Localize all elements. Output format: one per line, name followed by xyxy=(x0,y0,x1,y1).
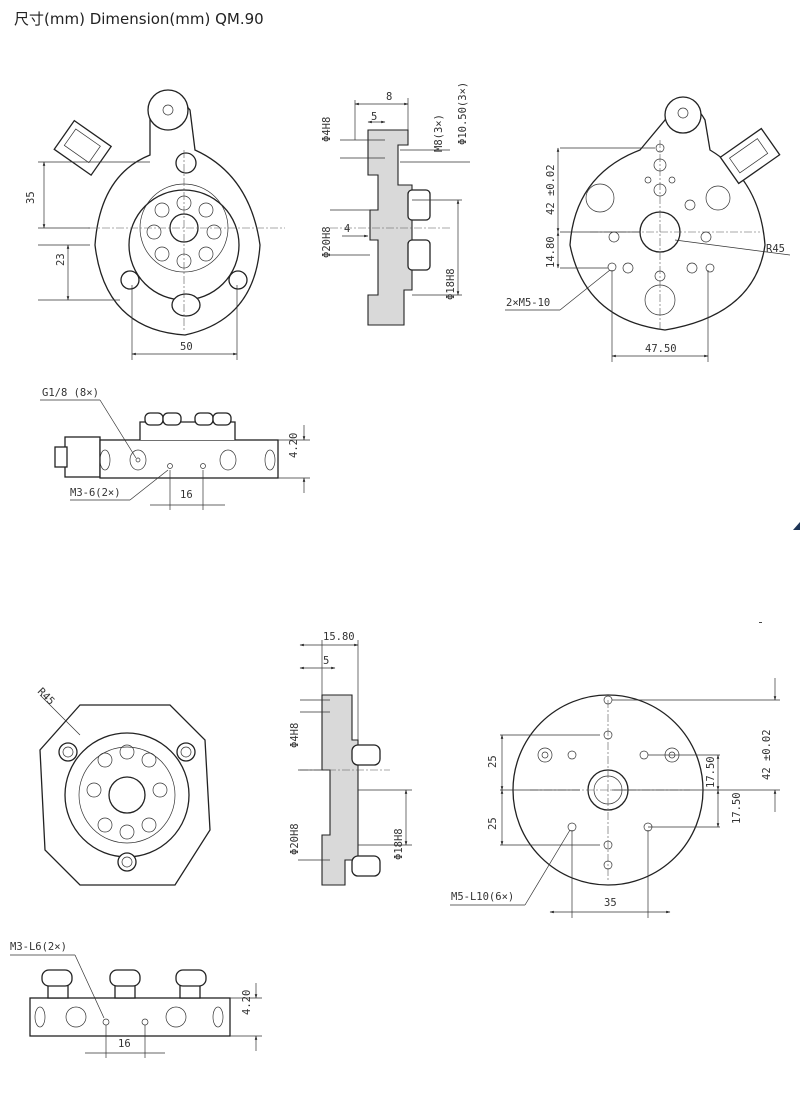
dim-4h8: Φ4H8 xyxy=(321,117,333,142)
dim-b-25a: 25 xyxy=(487,755,499,768)
dim-b-4-20: 4.20 xyxy=(241,990,253,1015)
dim-b-m3-l6: M3-L6(2×) xyxy=(10,941,67,953)
dim-b-18h8: Φ18H8 xyxy=(393,828,405,860)
dim-r45: R45 xyxy=(766,243,785,255)
dim-8: 8 xyxy=(386,91,392,103)
dim-14-80: 14.80 xyxy=(545,236,557,268)
dim-b-17-50b: 17.50 xyxy=(731,792,743,824)
dim-m8: M8(3×) xyxy=(433,114,445,152)
dim-b-15-80: 15.80 xyxy=(323,631,355,643)
dim-10-50: Φ10.50(3×) xyxy=(457,82,469,145)
dim-b-20h8: Φ20H8 xyxy=(289,823,301,855)
dim-42: 42 ±0.02 xyxy=(545,164,557,215)
dim-b-5: 5 xyxy=(323,655,329,667)
dim-b-4h8: Φ4H8 xyxy=(289,723,301,748)
dim-47-50: 47.50 xyxy=(645,343,677,355)
top-rear-view: 42 ±0.02 14.80 R45 2×M5-10 47.50 xyxy=(505,96,791,362)
corner-marker xyxy=(793,522,800,530)
top-side-view: G1/8 (8×) 4.20 M3-6(2×) 16 xyxy=(40,387,310,510)
dim-b-35: 35 xyxy=(604,897,617,909)
dim-18h8: Φ18H8 xyxy=(445,268,457,300)
dim-20h8: Φ20H8 xyxy=(321,226,333,258)
dim-m5-10: 2×M5-10 xyxy=(506,297,550,309)
dim-4-20: 4.20 xyxy=(288,433,300,458)
dim-16: 16 xyxy=(180,489,193,501)
dim-5: 5 xyxy=(371,111,377,123)
dim-35: 35 xyxy=(25,191,37,204)
bottom-front-view: R45 xyxy=(35,686,211,886)
dim-b-42: 42 ±0.02 xyxy=(761,729,773,780)
edge-tick xyxy=(759,622,762,623)
bottom-section-view: 15.80 5 Φ4H8 Φ20H8 Φ18H8 xyxy=(289,631,412,886)
top-front-view: 35 23 50 xyxy=(25,89,285,360)
dim-b-17-50a: 17.50 xyxy=(705,756,717,788)
bottom-rear-view: 25 25 17.50 17.50 42 ±0.02 M5-L10(6×) 35 xyxy=(450,678,780,918)
bottom-side-view: M3-L6(2×) 4.20 16 xyxy=(10,941,262,1058)
dim-4: 4 xyxy=(344,223,350,235)
dim-b-m5-l10: M5-L10(6×) xyxy=(451,891,514,903)
page-title: 尺寸(mm) Dimension(mm) QM.90 xyxy=(14,10,264,28)
top-section-view: 8 5 Φ4H8 M8(3×) Φ10.50(3×) Φ20H8 4 Φ18H8 xyxy=(321,82,470,326)
dim-50: 50 xyxy=(180,341,193,353)
dim-b-16: 16 xyxy=(118,1038,131,1050)
dim-23: 23 xyxy=(55,253,67,266)
dim-b-r45: R45 xyxy=(35,686,57,708)
dim-m3-6: M3-6(2×) xyxy=(70,487,121,499)
dim-b-25b: 25 xyxy=(487,817,499,830)
dim-g18: G1/8 (8×) xyxy=(42,387,99,399)
